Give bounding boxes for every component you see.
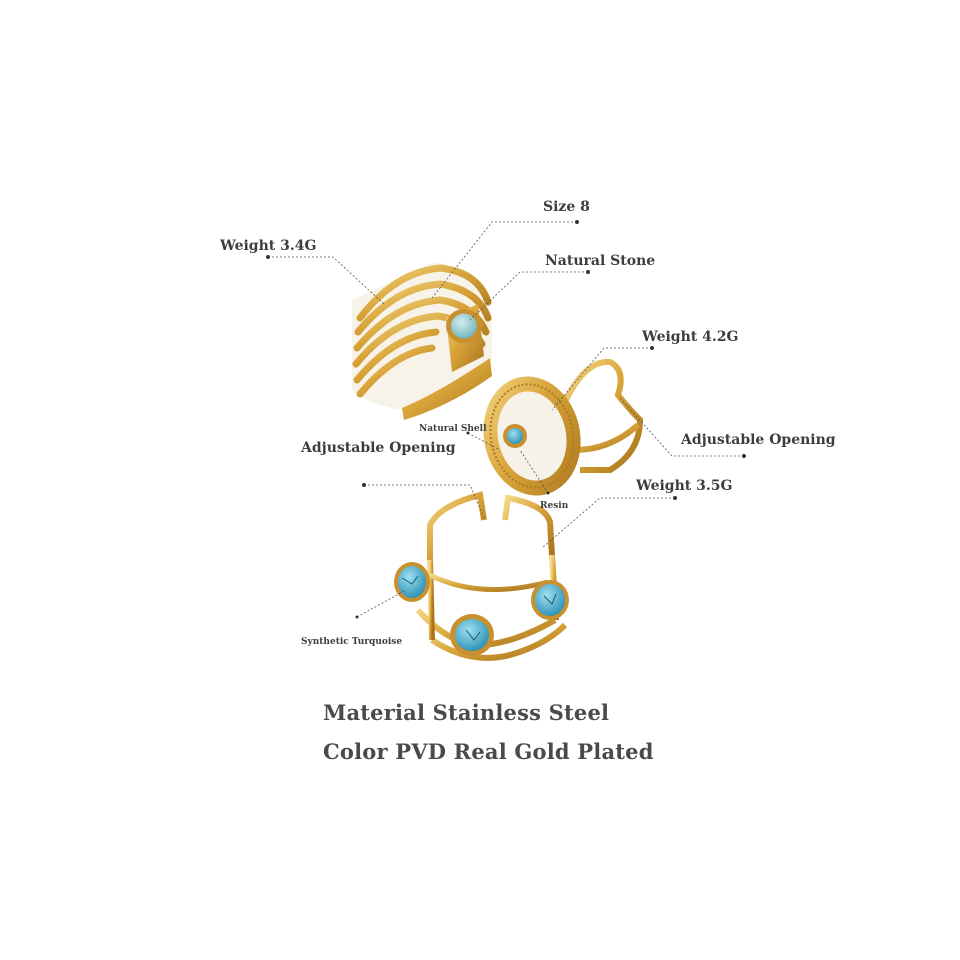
label-natural-shell: Natural Shell	[419, 424, 487, 434]
ring-wide-band	[352, 262, 492, 420]
leader-dots	[266, 220, 746, 619]
label-adjustable-left: Adjustable Opening	[301, 440, 456, 456]
ring-oval-shell	[483, 358, 644, 496]
leader-lines	[268, 221, 744, 618]
label-synthetic-turquoise: Synthetic Turquoise	[301, 637, 403, 647]
spec-material: Material Stainless Steel	[323, 700, 610, 725]
label-weight-mid: Weight 4.2G	[642, 329, 739, 345]
spec-color: Color PVD Real Gold Plated	[323, 739, 654, 764]
ring-turquoise-cage	[394, 491, 569, 661]
label-weight-bottom: Weight 3.5G	[636, 478, 733, 494]
label-weight-top: Weight 3.4G	[220, 238, 317, 254]
label-adjustable-right: Adjustable Opening	[681, 432, 836, 448]
label-size: Size 8	[543, 199, 590, 215]
label-resin: Resin	[540, 501, 569, 511]
label-natural-stone: Natural Stone	[545, 253, 656, 269]
